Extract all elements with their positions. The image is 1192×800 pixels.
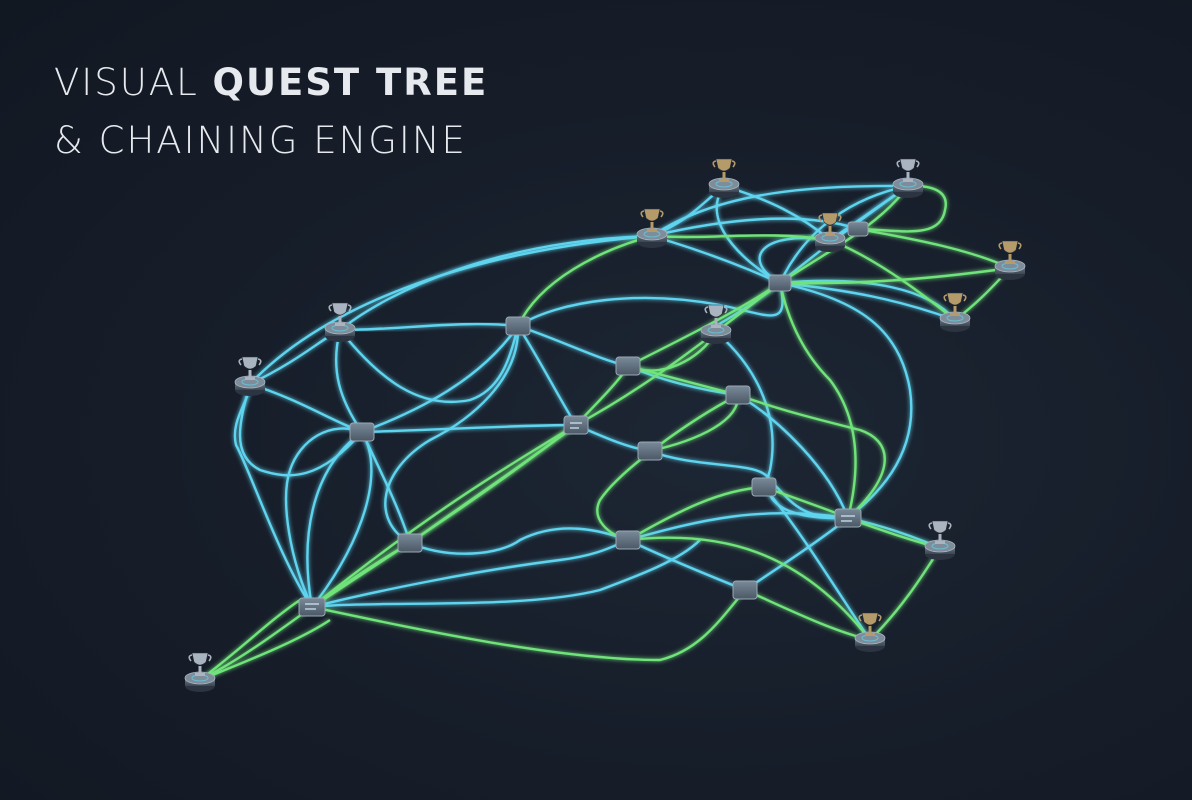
edge: [575, 282, 781, 427]
edge: [651, 234, 831, 242]
edge: [723, 184, 831, 241]
edge: [339, 325, 520, 404]
edge: [779, 266, 1011, 285]
edge: [649, 449, 849, 520]
edge: [737, 393, 886, 519]
edge: [311, 431, 373, 608]
edge: [516, 325, 578, 426]
edge: [627, 538, 746, 592]
edge: [306, 431, 363, 608]
title-line-1: VISUAL QUEST TREE: [54, 54, 488, 112]
edge: [779, 279, 956, 321]
edge: [857, 227, 1011, 270]
edge: [199, 599, 301, 681]
trophy-icon[interactable]: [814, 212, 846, 252]
edge: [596, 393, 739, 542]
quest-node[interactable]: [751, 477, 777, 497]
edge: [627, 536, 871, 641]
trophy-icon[interactable]: [636, 208, 668, 248]
edge: [199, 606, 313, 682]
edge: [361, 325, 519, 434]
edge: [311, 423, 577, 608]
quest-nodes: [298, 221, 869, 617]
edge: [238, 383, 363, 477]
edge: [339, 234, 653, 331]
edge: [829, 238, 956, 321]
trophy-icon[interactable]: [234, 356, 266, 396]
edge: [737, 393, 850, 519]
edge: [339, 322, 519, 332]
quest-node[interactable]: [637, 441, 663, 461]
trophy-icon[interactable]: [700, 304, 732, 344]
edge: [779, 281, 913, 519]
edge: [409, 424, 577, 544]
trophy-icon[interactable]: [324, 302, 356, 342]
trophy-icon[interactable]: [994, 240, 1026, 280]
trophy-nodes: [184, 158, 1026, 692]
edge: [627, 511, 849, 542]
quest-node[interactable]: [847, 221, 869, 237]
quest-edges: [199, 184, 1011, 682]
quest-node[interactable]: [505, 316, 531, 336]
quest-node[interactable]: [615, 530, 641, 550]
edge: [651, 184, 909, 237]
edge: [311, 589, 746, 662]
edge: [360, 431, 412, 544]
edge: [651, 217, 859, 238]
edge: [517, 324, 629, 368]
quest-node[interactable]: [397, 533, 423, 553]
edge: [249, 382, 363, 434]
title-bold-text: QUEST TREE: [212, 61, 489, 104]
edge: [233, 383, 313, 608]
edge: [284, 427, 363, 608]
quest-node[interactable]: [349, 422, 375, 442]
quest-node[interactable]: [768, 274, 792, 292]
trophy-icon[interactable]: [892, 158, 924, 198]
edge: [779, 185, 909, 285]
edge: [778, 282, 857, 519]
edge: [763, 486, 871, 641]
edge: [249, 234, 653, 385]
title-line-2: & CHAINING ENGINE: [54, 119, 467, 162]
edge: [627, 485, 765, 542]
trophy-icon[interactable]: [939, 292, 971, 332]
title-regular-text: VISUAL: [54, 61, 213, 104]
edge: [627, 282, 781, 368]
edge: [651, 234, 781, 285]
quest-node[interactable]: [563, 415, 589, 435]
trophy-icon[interactable]: [184, 652, 216, 692]
edge: [715, 331, 849, 520]
edge: [361, 423, 577, 434]
quest-node[interactable]: [298, 597, 326, 617]
edge: [744, 588, 871, 642]
edge: [199, 619, 331, 682]
page-title: VISUAL QUEST TREE & CHAINING ENGINE: [54, 54, 488, 170]
edge: [311, 538, 629, 609]
edge: [869, 547, 942, 641]
quest-node[interactable]: [615, 356, 641, 376]
quest-node[interactable]: [725, 385, 751, 405]
trophy-icon[interactable]: [924, 520, 956, 560]
edge: [384, 325, 520, 545]
edge: [779, 281, 956, 322]
edge: [857, 184, 947, 233]
edge: [517, 282, 784, 328]
quest-node[interactable]: [834, 508, 862, 528]
edge: [334, 329, 363, 433]
edge: [516, 234, 653, 327]
quest-node[interactable]: [732, 580, 758, 600]
trophy-icon[interactable]: [854, 612, 886, 652]
trophy-icon[interactable]: [708, 158, 740, 198]
edge: [311, 539, 701, 609]
edge: [409, 527, 629, 555]
